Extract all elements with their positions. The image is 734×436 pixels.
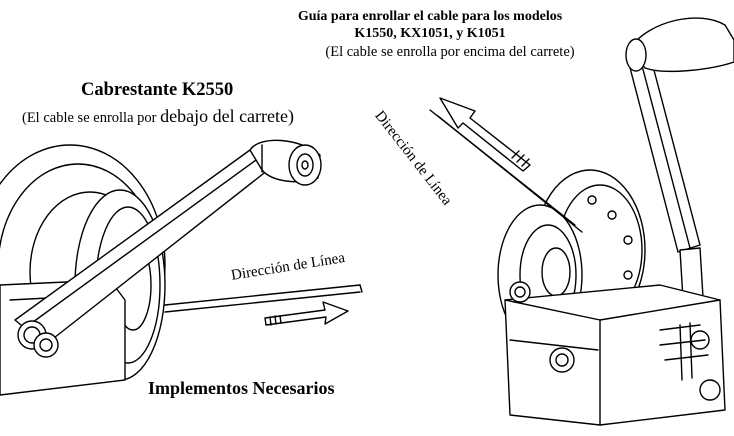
left-figure-subtitle-part-a: (El cable se enrolla por (22, 110, 161, 126)
section-heading-implementos: Implementos Necesarios (148, 378, 335, 398)
left-winch-illustration (0, 139, 363, 396)
left-figure-title: Cabrestante K2550 (81, 80, 234, 100)
right-winch-illustration (429, 17, 734, 426)
left-figure-subtitle-part-b: debajo del carrete) (160, 106, 295, 126)
right-figure-subtitle: (El cable se enrolla por encima del carr… (325, 44, 575, 60)
right-figure-title-line2: K1550, KX1051, y K1051 (354, 26, 506, 41)
right-figure-title-line1: Guía para enrollar el cable para los mod… (297, 9, 563, 24)
right-figure-title: Guía para enrollar el cable para los mod… (255, 8, 605, 42)
left-figure-subtitle: (El cable se enrolla por debajo del carr… (22, 106, 294, 127)
